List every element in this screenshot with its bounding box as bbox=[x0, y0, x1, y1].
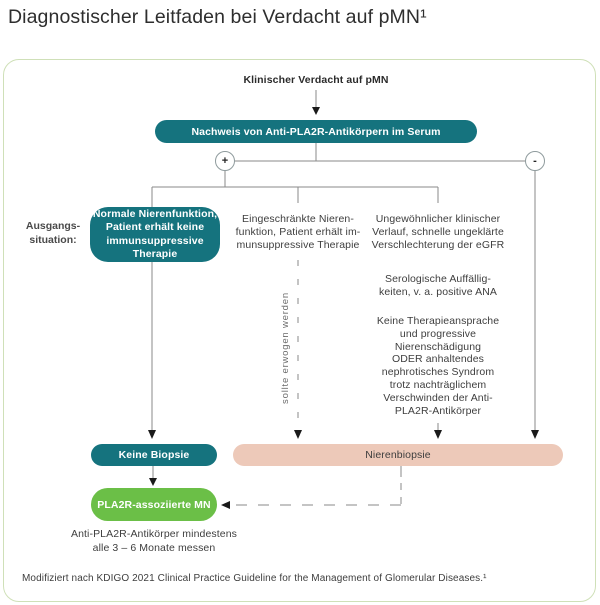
consider-label: sollte erwogen werden bbox=[280, 292, 291, 404]
arrow-col1-head bbox=[148, 430, 156, 439]
scenario-restricted-text: Eingeschränkte Nieren- funktion, Patient… bbox=[235, 213, 361, 251]
scenario-unusual-text: Ungewöhnlicher klinischer Verlauf, schne… bbox=[371, 213, 505, 251]
scenario-serologic-text: Serologische Auffällig- keiten, v. a. po… bbox=[379, 273, 497, 298]
arrow-col2-head bbox=[294, 430, 302, 439]
arrow-elbow-head bbox=[221, 501, 230, 509]
no-biopsy-node: Keine Biopsie bbox=[91, 444, 217, 466]
negative-result-badge: - bbox=[525, 151, 545, 171]
scenario-no-response-text: Keine Therapieansprache und progressive … bbox=[376, 315, 500, 417]
baseline-situation-label: Ausgangs- situation: bbox=[25, 220, 81, 246]
monitoring-note: Anti-PLA2R-Antikörper mindestens alle 3 … bbox=[70, 528, 238, 554]
source-footnote: Modifiziert nach KDIGO 2021 Clinical Pra… bbox=[22, 573, 487, 584]
result-node: PLA2R-assoziierte MN bbox=[91, 488, 217, 521]
arrow-start-head bbox=[312, 107, 320, 115]
start-node-label: Klinischer Verdacht auf pMN bbox=[243, 74, 389, 86]
biopsy-node: Nierenbiopsie bbox=[233, 444, 563, 466]
serum-test-node: Nachweis von Anti-PLA2R-Antikörpern im S… bbox=[155, 120, 477, 143]
arrow-col3-head bbox=[434, 430, 442, 439]
arrow-result-head bbox=[149, 478, 157, 486]
positive-result-badge: + bbox=[215, 151, 235, 171]
scenario-normal-node: Normale Nierenfunktion, Patient erhält k… bbox=[90, 207, 220, 262]
page-title: Diagnostischer Leitfaden bei Verdacht au… bbox=[8, 6, 427, 28]
arrow-minus-head bbox=[531, 430, 539, 439]
